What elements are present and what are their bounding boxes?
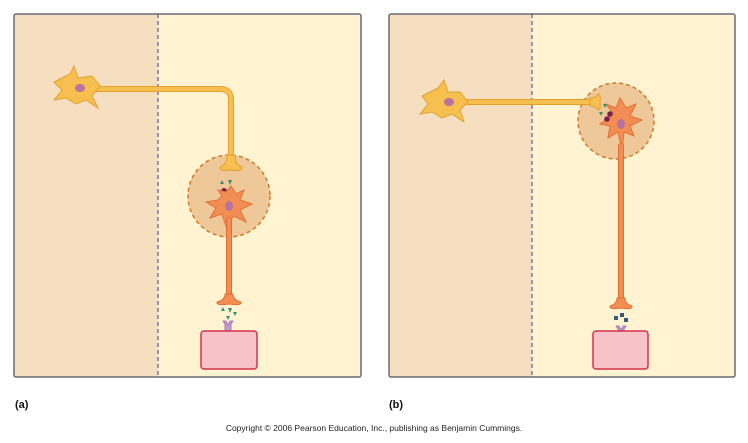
- panel-a-left-region: [14, 14, 158, 377]
- panel-b-preganglionic-cell-body: [418, 78, 469, 124]
- panel-b-released-neurotransmitters: [614, 313, 628, 322]
- panel-a-postganglionic-terminal: [216, 293, 242, 306]
- panel-b-left-region: [389, 14, 532, 377]
- copyright-notice: Copyright © 2006 Pearson Education, Inc.…: [225, 423, 523, 433]
- panel-a-released-neurotransmitters: [221, 307, 237, 320]
- panel-b-right-region: [532, 14, 735, 377]
- panel-a-receptor: [222, 320, 234, 333]
- panel-a-preganglionic-terminal: [219, 154, 243, 172]
- panel-b-preganglionic-nucleus: [444, 98, 454, 106]
- panel-a-postganglionic-nucleus: [225, 201, 233, 211]
- panel-a-border: [13, 13, 362, 378]
- panel-a-target-cell: [200, 330, 258, 370]
- panel-a: [13, 13, 362, 378]
- panel-b-border: [388, 13, 736, 378]
- panel-a-label: (a): [15, 399, 29, 411]
- panel-b-postganglionic-nucleus: [617, 119, 625, 129]
- panel-a-preganglionic-nucleus: [75, 84, 85, 92]
- panel-b-label: (b): [389, 399, 404, 411]
- panel-b-ganglion-neurotransmitters: [599, 104, 613, 122]
- panel-b-preganglionic-terminal: [589, 93, 601, 111]
- panel-b: [388, 13, 736, 378]
- panel-b-postganglionic-terminal: [609, 297, 633, 310]
- panel-b-target-cell: [592, 330, 649, 370]
